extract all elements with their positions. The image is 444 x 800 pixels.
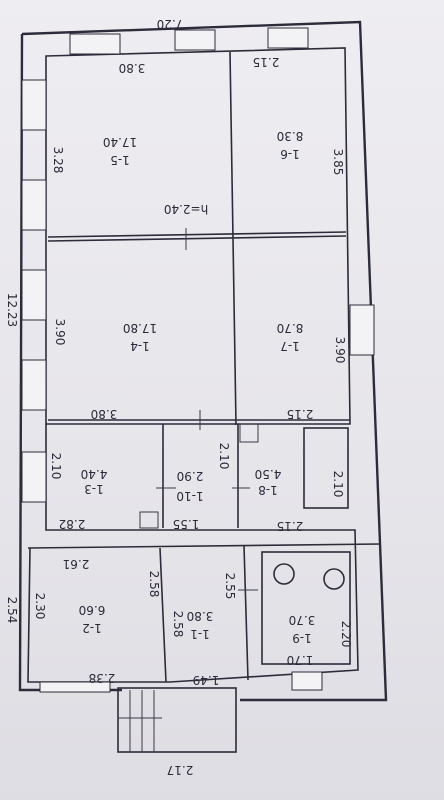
porch-stairs	[117, 687, 237, 753]
dim-1-70: 1.70	[287, 653, 314, 667]
window-left-1	[21, 79, 47, 131]
dim-1-49: 1.49	[193, 673, 220, 687]
room-1-10-area: 2.90	[177, 469, 204, 483]
dim-2-15b: 2.15	[277, 519, 304, 533]
lower-section-outline	[27, 424, 359, 683]
room-1-9-box	[261, 551, 351, 665]
overall-length-label: 12.23	[5, 293, 19, 327]
room-1-1-id: 1-1	[190, 627, 210, 641]
wall-lower-2	[243, 545, 249, 681]
window-top-1	[69, 33, 121, 55]
room-1-10-id: 1-10	[176, 489, 203, 503]
dim-2-55: 2.55	[223, 573, 237, 600]
room-1-5-id: 1-5	[110, 153, 130, 167]
wall-lower-1	[159, 547, 167, 683]
room-1-5-area: 17.40	[103, 135, 137, 149]
window-bottom-1	[39, 681, 111, 693]
room-1-6-area: 8.30	[277, 129, 304, 143]
room-1-5-side: 3.28	[51, 147, 65, 174]
stove-circle-1	[273, 563, 295, 585]
room-1-1-area: 3.80	[187, 609, 214, 623]
window-right-1	[349, 304, 375, 356]
room-1-5-top: 3.80	[119, 61, 146, 75]
outer-wall-outline	[18, 20, 388, 702]
room-1-8-side: 2.10	[331, 471, 345, 498]
room-1-4-side: 3.90	[53, 319, 67, 346]
dim-2-15: 2.15	[287, 407, 314, 421]
room-1-4-area: 17.80	[123, 321, 157, 335]
wall-horizontal-mid	[47, 231, 347, 238]
room-1-7-area: 8.70	[277, 321, 304, 335]
bath-fixture	[303, 427, 349, 509]
window-bottom-2	[291, 671, 323, 691]
room-1-6-side: 3.85	[331, 149, 345, 176]
window-left-3	[21, 269, 47, 321]
room-1-10-side: 2.10	[217, 443, 231, 470]
room-1-3-area: 4.40	[81, 467, 108, 481]
window-left-5	[21, 451, 47, 503]
window-left-2	[21, 179, 47, 231]
dim-2-82: 2.82	[59, 517, 86, 531]
room-1-3-side: 2.10	[49, 453, 63, 480]
wall-corridor-top	[27, 543, 381, 549]
overall-width-label: 7.20	[157, 17, 184, 31]
room-1-2-side: 2.30	[33, 593, 47, 620]
window-top-3	[267, 27, 309, 49]
wall-horizontal-mid-2	[47, 235, 347, 242]
dim-2-38: 2.38	[89, 671, 116, 685]
room-1-4-id: 1-4	[130, 339, 150, 353]
room-1-2-id: 1-2	[82, 621, 102, 635]
room-1-9-side: 2.20	[339, 621, 353, 648]
window-left-4	[21, 359, 47, 411]
window-top-2	[174, 29, 216, 51]
kitchen-counter	[239, 423, 259, 443]
room-1-9-id: 1-9	[292, 631, 312, 645]
room-1-8-area: 4.50	[255, 467, 282, 481]
room-1-7-id: 1-7	[280, 339, 300, 353]
dim-2-58-top: 2.58	[147, 571, 161, 598]
dim-1-55: 1.55	[173, 517, 200, 531]
room-1-6-id: 1-6	[280, 147, 300, 161]
dim-2-61: 2.61	[63, 557, 90, 571]
room-1-7-side: 3.90	[333, 337, 347, 364]
room-1-3-id: 1-3	[84, 482, 104, 496]
room-1-1-side: 2.58	[171, 611, 185, 638]
ceiling-height-label: h=2.40	[164, 202, 208, 216]
small-fixture	[139, 511, 159, 529]
room-1-9-area: 3.70	[289, 613, 316, 627]
stove-circle-2	[323, 568, 345, 590]
dim-3-80: 3.80	[91, 407, 118, 421]
room-1-2-area: 6.60	[79, 603, 106, 617]
lower-side-label: 2.54	[5, 597, 19, 624]
room-1-8-id: 1-8	[258, 483, 278, 497]
porch-width-label: 2.17	[167, 763, 194, 777]
room-1-6-top: 2.15	[253, 55, 280, 69]
